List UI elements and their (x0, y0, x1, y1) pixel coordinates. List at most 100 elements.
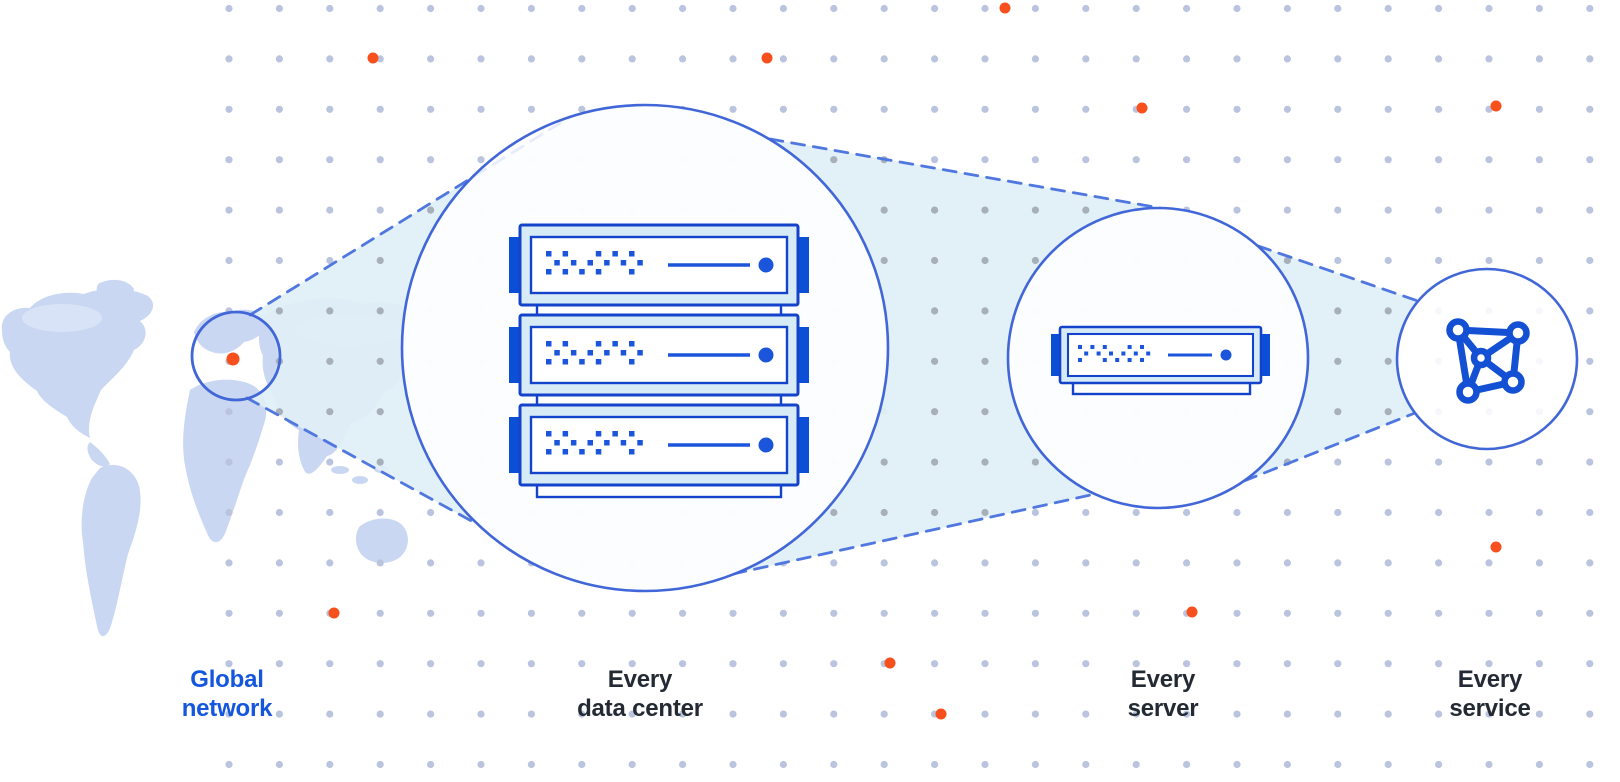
grid-dot (1334, 408, 1342, 416)
grid-dot (880, 559, 888, 567)
grid-dot (1082, 760, 1090, 769)
power-led (758, 347, 774, 363)
label-line: Global (190, 666, 264, 693)
grid-dot (981, 105, 989, 113)
grid-dot (1535, 105, 1543, 113)
grid-dot (326, 408, 334, 416)
grid-dot (1485, 206, 1493, 214)
server-unit-icon (1051, 325, 1270, 396)
vent-pixel (1102, 358, 1107, 362)
grid-dot (1586, 357, 1594, 365)
grid-dot (326, 105, 334, 113)
grid-dot (931, 408, 939, 416)
grid-dot (1031, 710, 1039, 718)
grid-dot (981, 710, 989, 718)
mesh-node (1456, 380, 1480, 404)
grid-dot (628, 760, 636, 769)
vent-pixel (620, 440, 627, 446)
grid-dot (1031, 4, 1039, 13)
vent-pixel (554, 440, 560, 446)
vent-pixel (1102, 345, 1107, 349)
grid-dot (376, 206, 384, 214)
vent-pixel (637, 350, 643, 356)
grid-dot (981, 4, 989, 13)
grid-dot (679, 660, 687, 668)
grid-dot (1485, 4, 1493, 13)
grid-dot (225, 105, 233, 113)
grid-dot (1132, 4, 1140, 13)
grid-dot (225, 256, 233, 265)
vent-pixel (570, 260, 577, 266)
grid-dot (1485, 559, 1493, 567)
grid-dot (729, 760, 737, 769)
grid-dot (1233, 206, 1241, 214)
grid-dot (376, 105, 384, 113)
grid-dot (1233, 156, 1241, 164)
grid-dot (931, 105, 939, 113)
grid-dot (578, 4, 586, 13)
island (352, 476, 368, 484)
map-region-circle (190, 310, 282, 402)
grid-dot (1435, 559, 1443, 567)
grid-dot (427, 4, 435, 13)
grid-dot (931, 156, 939, 164)
rack-ear-right (797, 417, 809, 473)
grid-dot (931, 206, 939, 214)
grid-dot (1334, 105, 1342, 113)
grid-dot (1334, 307, 1342, 315)
label-line: Every (1130, 666, 1196, 693)
grid-dot (1384, 256, 1392, 265)
label-line: data center (577, 694, 703, 722)
accent-dot (367, 52, 379, 64)
grid-dot (1485, 609, 1493, 617)
grid-dot (1183, 760, 1191, 769)
grid-dot (931, 307, 939, 315)
vent-pixel (1140, 358, 1144, 362)
vent-pixel (595, 341, 602, 347)
grid-dot (1485, 156, 1493, 164)
grid-dot (1031, 458, 1039, 466)
rack-ear-left (509, 237, 521, 293)
grid-dot (1435, 206, 1443, 214)
grid-dot (779, 105, 788, 113)
grid-dot (225, 760, 233, 769)
vent-pixel (1078, 358, 1082, 362)
grid-dot (1031, 105, 1039, 113)
vent-pixel (612, 341, 618, 347)
grid-dot (880, 710, 888, 718)
grid-dot (376, 357, 384, 365)
grid-dot (1233, 105, 1241, 113)
grid-dot (275, 256, 283, 265)
vent-pixel (604, 350, 610, 356)
grid-dot (376, 408, 384, 416)
vent-pixel (546, 341, 552, 347)
grid-dot (225, 508, 233, 517)
grid-dot (1485, 660, 1493, 668)
vent-pixel (579, 449, 585, 455)
grid-dot (1334, 458, 1342, 466)
grid-dot (1435, 508, 1443, 517)
rack-ear-left (509, 417, 521, 473)
grid-dot (1233, 609, 1241, 617)
grid-dot (1384, 156, 1392, 164)
grid-dot (1283, 760, 1291, 769)
grid-dot (225, 156, 233, 164)
grid-dot (1132, 559, 1140, 567)
rack-ear-left (509, 327, 521, 383)
grid-dot (931, 660, 939, 668)
vent-pixel (604, 440, 610, 446)
grid-dot (830, 559, 838, 567)
grid-dot (225, 660, 233, 668)
grid-dot (1233, 559, 1241, 567)
vent-pixel (1084, 351, 1089, 356)
grid-dot (1535, 256, 1543, 265)
vent-pixel (587, 260, 593, 266)
vent-pixel (562, 251, 569, 257)
grid-dot (1031, 508, 1039, 517)
grid-dot (1535, 4, 1543, 13)
grid-dot (628, 710, 636, 718)
grid-dot (1535, 660, 1543, 668)
grid-dot (225, 458, 233, 466)
grid-dot (1132, 156, 1140, 164)
